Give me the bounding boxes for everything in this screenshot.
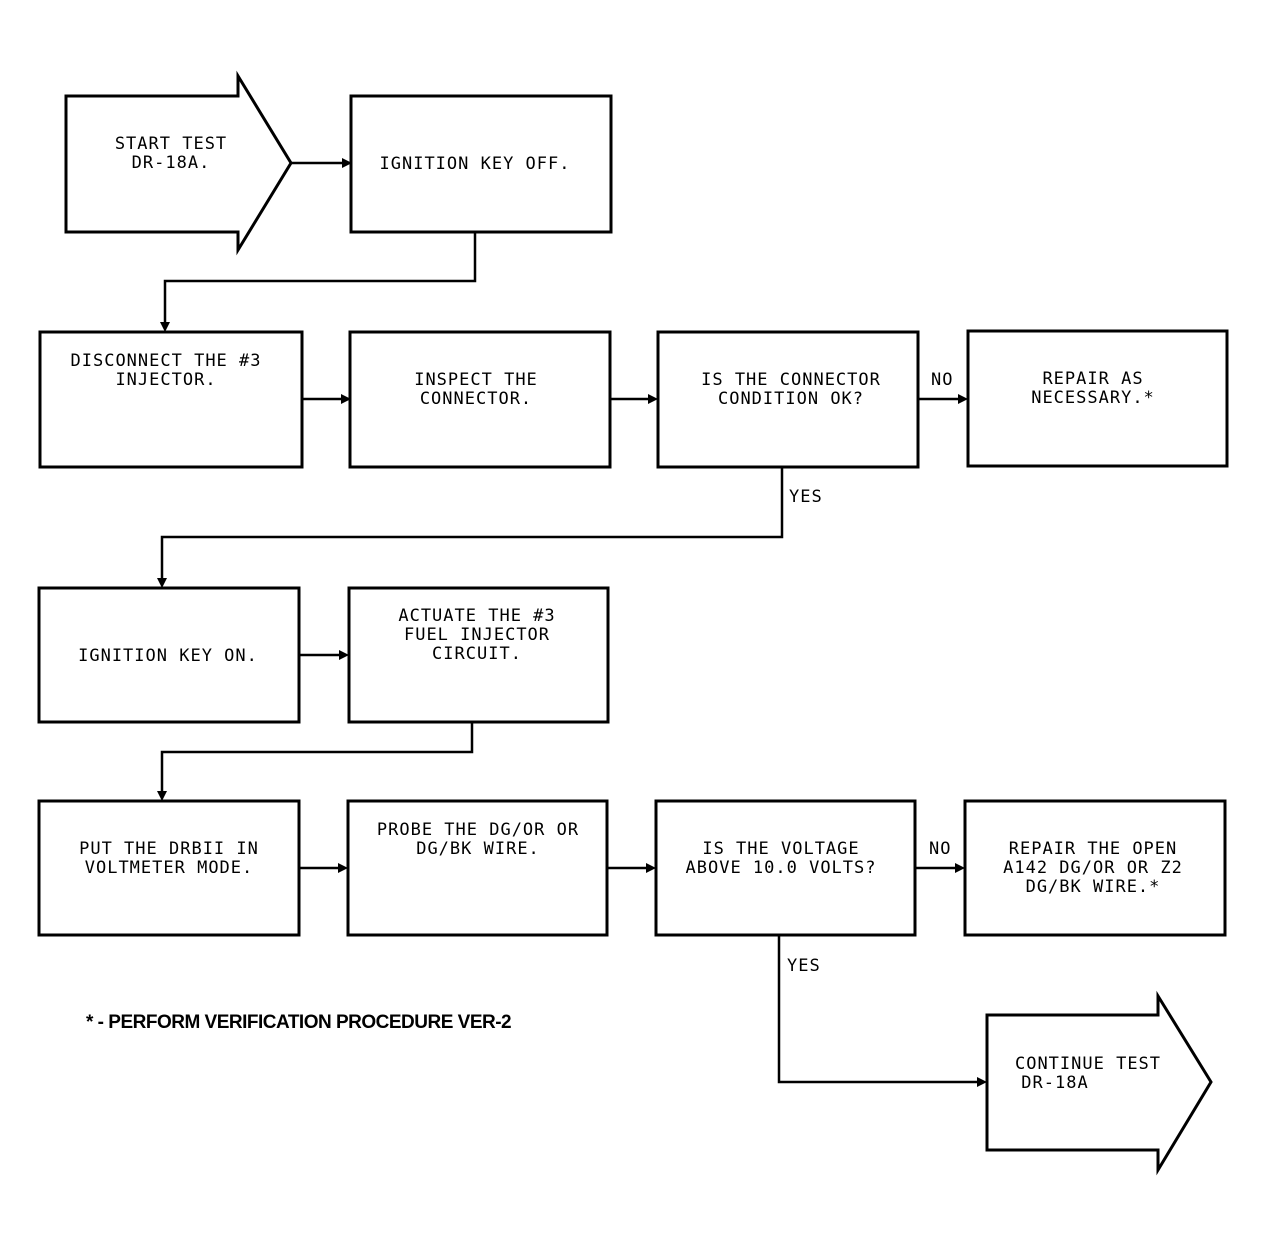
connector-inspect-to-connector-ok — [610, 394, 658, 404]
node-connector-ok-line-2: CONDITION OK? — [718, 389, 864, 409]
connector-start-to-ignition-off — [290, 158, 352, 168]
node-actuate-injector-line-3: CIRCUIT. — [432, 644, 522, 664]
node-ignition-key-off-line-1: IGNITION KEY OFF. — [380, 154, 571, 174]
node-voltage-decision: IS THE VOLTAGE ABOVE 10.0 VOLTS? — [654, 799, 917, 937]
footnote-verification: * - PERFORM VERIFICATION PROCEDURE VER-2 — [86, 1012, 511, 1033]
node-inspect-connector-line-2: CONNECTOR. — [420, 389, 532, 409]
node-ignition-key-on: IGNITION KEY ON. — [37, 586, 301, 724]
node-disconnect-injector: DISCONNECT THE #3 INJECTOR. — [38, 330, 304, 469]
connector-actuate-to-voltmeter — [157, 722, 474, 801]
node-voltmeter-mode: PUT THE DRBII IN VOLTMETER MODE. — [37, 799, 301, 937]
edge-label-voltage-no: NO — [929, 839, 951, 859]
node-inspect-connector: INSPECT THE CONNECTOR. — [348, 330, 612, 469]
node-inspect-connector-line-1: INSPECT THE — [414, 370, 538, 390]
node-actuate-injector: ACTUATE THE #3 FUEL INJECTOR CIRCUIT. — [347, 586, 610, 724]
node-start-test-line-1: START TEST — [115, 134, 227, 154]
node-voltage-line-1: IS THE VOLTAGE — [702, 839, 859, 859]
node-continue-test: CONTINUE TEST DR-18A — [985, 990, 1213, 1176]
node-repair-as-necessary-line-2: NECESSARY.* — [1031, 388, 1155, 408]
node-voltmeter-mode-line-2: VOLTMETER MODE. — [85, 858, 254, 878]
edge-label-connector-yes: YES — [789, 487, 823, 507]
node-probe-wire-line-2: DG/BK WIRE. — [416, 839, 540, 859]
node-continue-test-line-1: CONTINUE TEST — [1015, 1054, 1161, 1074]
node-ignition-key-off: IGNITION KEY OFF. — [349, 94, 613, 234]
connector-ignition-off-to-disconnect — [160, 232, 477, 332]
node-connector-ok-decision: IS THE CONNECTOR CONDITION OK? — [656, 330, 920, 469]
node-repair-as-necessary: REPAIR AS NECESSARY.* — [966, 329, 1229, 468]
edge-label-connector-no: NO — [931, 370, 953, 390]
node-actuate-injector-line-2: FUEL INJECTOR — [404, 625, 550, 645]
connector-voltage-yes — [777, 936, 987, 1087]
connector-voltage-no — [915, 863, 965, 873]
node-probe-wire: PROBE THE DG/OR OR DG/BK WIRE. — [346, 799, 609, 937]
node-connector-ok-line-1: IS THE CONNECTOR — [701, 370, 881, 390]
node-start-test-line-2: DR-18A. — [132, 153, 211, 173]
node-ignition-key-on-line-1: IGNITION KEY ON. — [78, 646, 258, 666]
connector-ignition-on-to-actuate — [299, 650, 349, 660]
edge-label-voltage-yes: YES — [787, 956, 821, 976]
node-repair-open-wire-line-2: A142 DG/OR OR Z2 — [1003, 858, 1183, 878]
node-voltmeter-mode-line-1: PUT THE DRBII IN — [79, 839, 259, 859]
node-repair-open-wire-line-1: REPAIR THE OPEN — [1009, 839, 1178, 859]
connector-disconnect-to-inspect — [302, 394, 351, 404]
connector-connector-ok-no — [918, 394, 968, 404]
node-disconnect-injector-line-1: DISCONNECT THE #3 — [71, 351, 262, 371]
node-actuate-injector-line-1: ACTUATE THE #3 — [398, 606, 555, 626]
node-repair-as-necessary-line-1: REPAIR AS — [1042, 369, 1143, 389]
node-disconnect-injector-line-2: INJECTOR. — [115, 370, 216, 390]
node-start-test: START TEST DR-18A. — [64, 70, 293, 256]
node-repair-open-wire: REPAIR THE OPEN A142 DG/OR OR Z2 DG/BK W… — [963, 799, 1227, 937]
node-voltage-line-2: ABOVE 10.0 VOLTS? — [686, 858, 877, 878]
connector-voltmeter-to-probe — [299, 863, 348, 873]
node-continue-test-line-2: DR-18A — [1021, 1073, 1088, 1093]
connector-probe-to-voltage — [607, 863, 656, 873]
node-repair-open-wire-line-3: DG/BK WIRE.* — [1026, 877, 1161, 897]
connector-connector-ok-yes — [157, 467, 784, 588]
node-probe-wire-line-1: PROBE THE DG/OR OR — [377, 820, 579, 840]
